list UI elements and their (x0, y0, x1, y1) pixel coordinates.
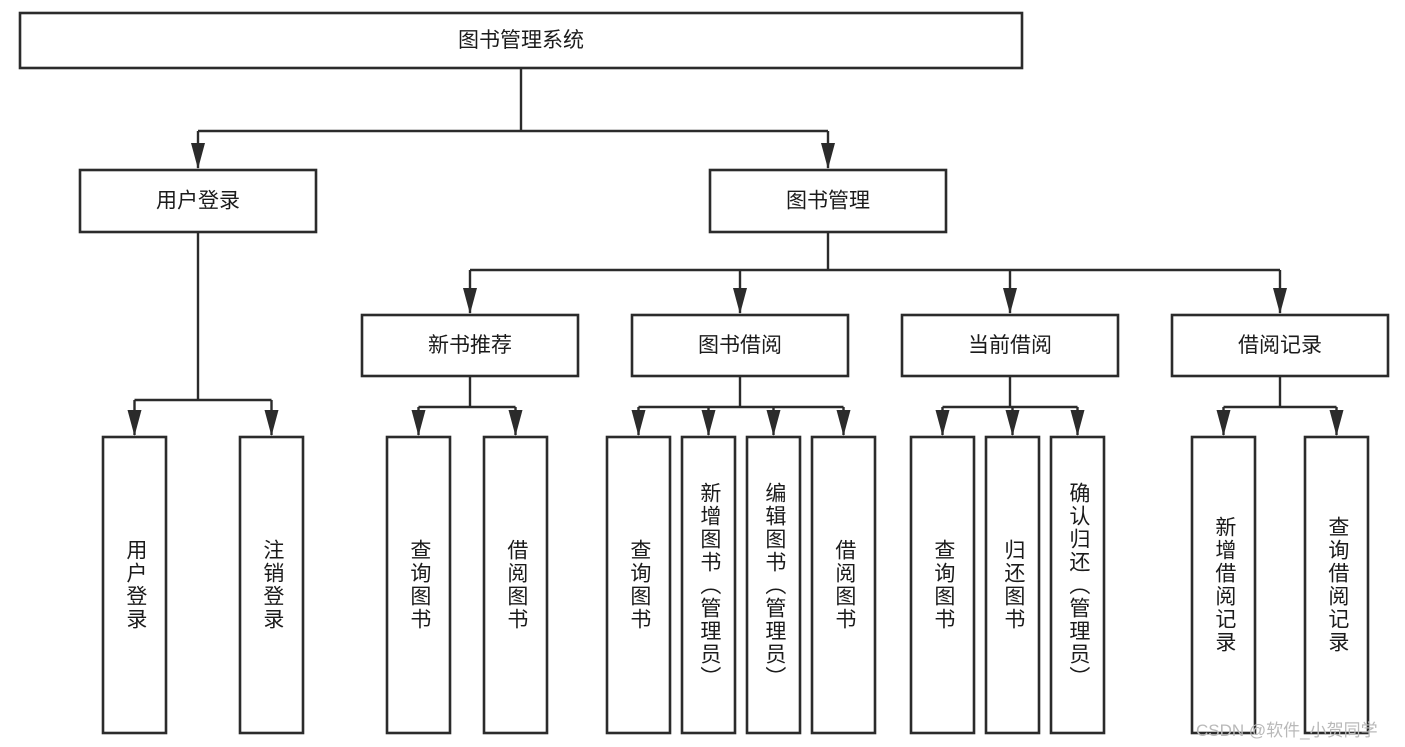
node-box-leaf-query-book-current[interactable] (909, 435, 976, 735)
arrow-leaf-borrow-book (836, 410, 851, 436)
connectors-layer (127, 68, 1344, 436)
node-box-leaf-add-borrow-record[interactable] (1190, 435, 1257, 735)
node-box-leaf-query-borrow-record[interactable] (1303, 435, 1370, 735)
node-box-leaf-query-book-recommend[interactable] (385, 435, 452, 735)
node-box-current-borrow[interactable] (900, 313, 1120, 378)
node-box-book-borrow[interactable] (630, 313, 850, 378)
node-box-book-management[interactable] (708, 168, 948, 234)
arrow-leaf-logout (264, 410, 279, 436)
arrow-leaf-borrow-book-recommend (508, 410, 523, 436)
node-box-leaf-add-book-admin[interactable] (680, 435, 737, 735)
arrow-user-login (191, 143, 205, 169)
node-label-book-management: 图书管理 (786, 190, 870, 213)
node-label-new-book-recommend: 新书推荐 (428, 334, 512, 357)
node-label-book-borrow: 图书借阅 (698, 334, 782, 357)
watermark: CSDN @软件_小贺同学 (1196, 721, 1378, 740)
boxes-layer (18, 11, 1390, 735)
node-label-root: 图书管理系统 (458, 29, 584, 52)
node-box-leaf-return-book[interactable] (984, 435, 1041, 735)
arrow-leaf-query-book-borrow (631, 410, 646, 436)
node-label-user-login: 用户登录 (156, 190, 240, 213)
node-label-borrow-record: 借阅记录 (1238, 334, 1322, 357)
arrow-leaf-add-book-admin (701, 410, 716, 436)
node-box-leaf-confirm-return-admin[interactable] (1049, 435, 1106, 735)
node-box-root[interactable] (18, 11, 1024, 70)
node-box-leaf-user-login[interactable] (101, 435, 168, 735)
arrow-new-book-recommend (463, 288, 477, 314)
arrow-leaf-user-login (127, 410, 142, 436)
arrow-leaf-add-borrow-record (1216, 410, 1231, 436)
arrow-leaf-edit-book-admin (766, 410, 781, 436)
node-box-leaf-logout[interactable] (238, 435, 305, 735)
arrow-book-borrow (733, 288, 747, 314)
node-box-leaf-borrow-book[interactable] (810, 435, 877, 735)
node-label-current-borrow: 当前借阅 (968, 334, 1052, 357)
node-box-leaf-edit-book-admin[interactable] (745, 435, 802, 735)
node-box-new-book-recommend[interactable] (360, 313, 580, 378)
node-box-borrow-record[interactable] (1170, 313, 1390, 378)
arrow-leaf-query-book-recommend (411, 410, 426, 436)
node-box-leaf-borrow-book-recommend[interactable] (482, 435, 549, 735)
node-box-leaf-query-book-borrow[interactable] (605, 435, 672, 735)
arrow-book-management (821, 143, 835, 169)
arrow-current-borrow (1003, 288, 1017, 314)
arrow-leaf-return-book (1005, 410, 1020, 436)
arrow-borrow-record (1273, 288, 1287, 314)
arrow-leaf-query-borrow-record (1329, 410, 1344, 436)
node-box-user-login[interactable] (78, 168, 318, 234)
arrow-leaf-confirm-return-admin (1070, 410, 1085, 436)
arrow-leaf-query-book-current (935, 410, 950, 436)
